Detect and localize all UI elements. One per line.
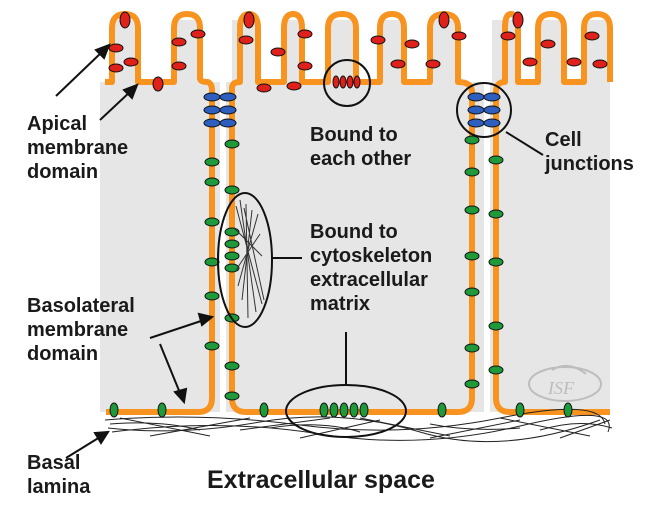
highlight-circles	[217, 59, 512, 438]
apical-proteins	[108, 11, 608, 93]
cytoskeleton-ellipse	[217, 192, 273, 328]
watermark-logo: ISF	[528, 364, 602, 402]
basolateral-membrane-label: Basolateral membrane domain	[27, 295, 135, 365]
basal-lamina-label: Basal lamina	[27, 452, 91, 498]
bound-cytoskeleton-label: Bound to cytoskeleton extracellular matr…	[310, 221, 433, 315]
junction-proteins	[203, 92, 501, 128]
apical-membrane-label: Apical membrane domain	[27, 113, 129, 183]
cytoskeleton-fibers	[233, 199, 265, 319]
bound-each-other-label: Bound to each other	[310, 124, 412, 170]
extracellular-space-label: Extracellular space	[207, 466, 435, 494]
matrix-ellipse	[285, 384, 407, 438]
cell-right-membrane	[493, 11, 613, 415]
cell-junctions-label: Cell junctions	[545, 129, 634, 175]
microvilli-gaps	[100, 14, 660, 414]
bound-each-other-circle	[323, 59, 371, 107]
svg-text:ISF: ISF	[547, 378, 575, 398]
basolateral-proteins	[109, 135, 573, 418]
cell-junctions-circle	[456, 82, 512, 138]
pointer-arrows	[55, 43, 544, 459]
